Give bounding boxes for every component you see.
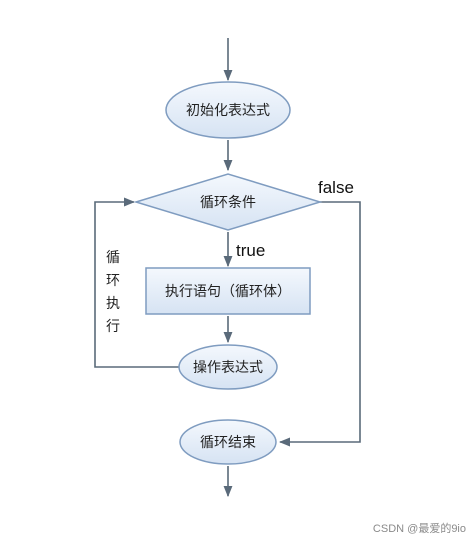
- end-node: 循环结束: [179, 419, 277, 465]
- false-exit-arrow: [278, 201, 361, 447]
- condition-node: 循环条件: [133, 173, 323, 231]
- connectors: [94, 38, 361, 498]
- watermark: CSDN @最爱的9io: [373, 521, 466, 535]
- init-node-label: 初始化表达式: [186, 102, 270, 119]
- loop-label-char: 执: [106, 296, 120, 312]
- condition-node-label: 循环条件: [200, 194, 256, 211]
- update-node: 操作表达式: [178, 344, 278, 390]
- loop-back-arrow: [94, 197, 180, 368]
- loop-label-char: 循: [106, 250, 120, 266]
- false-label: false: [318, 178, 354, 197]
- update-node-label: 操作表达式: [193, 360, 263, 376]
- init-node: 初始化表达式: [165, 81, 291, 139]
- end-node-label: 循环结束: [200, 435, 256, 451]
- true-label: true: [236, 241, 265, 260]
- body-node-label: 执行语句（循环体）: [165, 284, 291, 300]
- loop-label-char: 环: [106, 273, 120, 289]
- body-node: 执行语句（循环体）: [145, 267, 311, 315]
- loop-label-char: 行: [106, 319, 120, 335]
- loop-label: 循 环 执 行: [106, 250, 120, 335]
